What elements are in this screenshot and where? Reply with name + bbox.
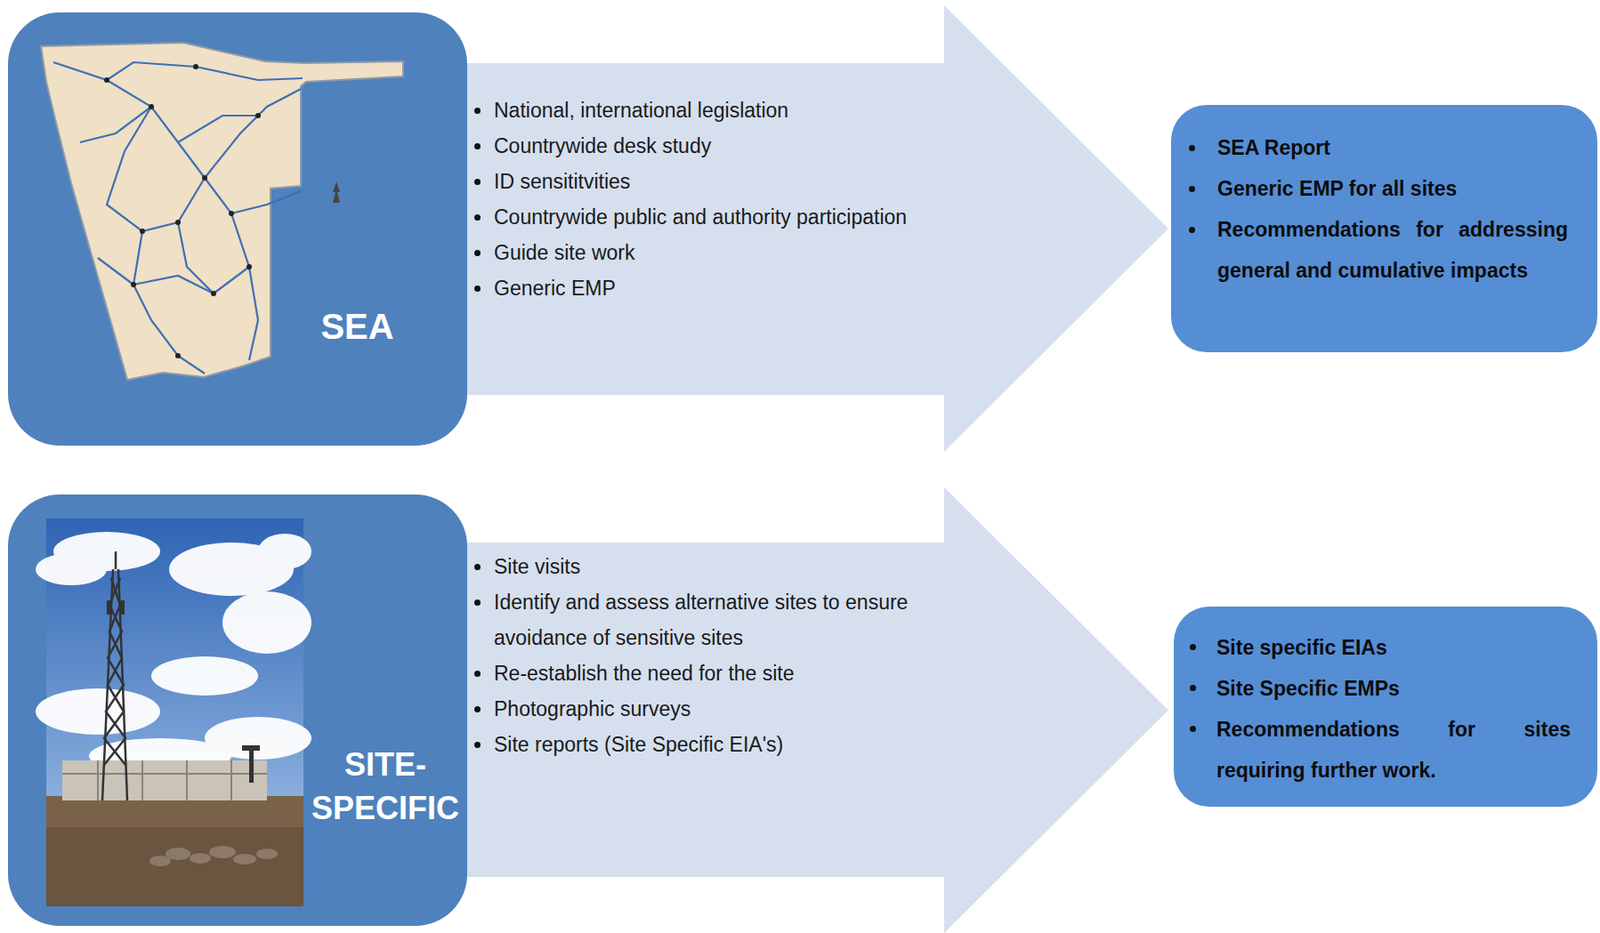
bullet-item: Generic EMP for all sites [1217, 168, 1568, 210]
bullet-list: Site specific EIAsSite Specific EMPsReco… [1216, 627, 1571, 792]
bullet-dot [474, 178, 481, 186]
panel-background [8, 12, 468, 446]
output-box: SEA ReportGeneric EMP for all sitesRecom… [1171, 105, 1598, 353]
bullet-dot [474, 285, 481, 292]
bullet-dot [1189, 726, 1196, 733]
bullet-dot [474, 599, 481, 607]
bullet-text: Generic EMP for all sites [1217, 177, 1457, 201]
bullet-dot [474, 214, 481, 221]
bullet-dot [1188, 185, 1196, 193]
bullet-dot [474, 670, 481, 678]
bullet-item: Site specific EIAs [1216, 627, 1571, 669]
arrow-outline [467, 487, 1169, 933]
bullet-text: Countrywide desk study [493, 134, 712, 158]
bullet-dot [1189, 644, 1196, 651]
bullet-text: SEA Report [1217, 136, 1331, 160]
bullet-item: Guide site work [493, 234, 1064, 271]
task-arrow: National, international legislationCount… [467, 5, 1169, 453]
bullet-list: Site visitsIdentify and assess alternati… [493, 549, 1002, 763]
bullet-item: Site Specific EMPs [1216, 668, 1571, 710]
scope-panel: SEA [8, 12, 468, 446]
bullet-dot [474, 250, 481, 257]
bullet-dot [1189, 685, 1196, 692]
bullet-dot [474, 143, 481, 150]
bullet-text: Generic EMP [493, 276, 616, 300]
bullet-item: Site visits [493, 549, 1002, 585]
panel-title: SEA [283, 302, 431, 351]
bullet-list: National, international legislationCount… [493, 92, 1064, 307]
bullet-item: Countrywide public and authority partici… [493, 199, 1064, 235]
bullet-text: Site specific EIAs [1216, 636, 1388, 660]
bullet-text: Site Specific EMPs [1216, 677, 1400, 701]
panel-title: SITE-SPECIFIC [305, 743, 466, 831]
bullet-text: Recommendations for sites requiring furt… [1216, 718, 1571, 783]
bullet-text: Site visits [493, 555, 581, 579]
bullet-item: Countrywide desk study [493, 128, 1064, 164]
arrow-outline [467, 5, 1169, 453]
bullet-item: ID sensititvities [493, 163, 1064, 200]
bullet-text: Countrywide public and authority partici… [493, 205, 907, 229]
bullet-item: National, international legislation [493, 92, 1064, 129]
bullet-text: Re-establish the need for the site [493, 662, 795, 686]
task-arrow: Site visitsIdentify and assess alternati… [467, 487, 1169, 933]
bullet-item: Generic EMP [493, 270, 1064, 307]
bullet-dot [474, 564, 481, 571]
arrow-shape [467, 5, 1169, 453]
bullet-text: Guide site work [493, 241, 636, 265]
tower-photo [35, 518, 312, 907]
bullet-dot [474, 706, 481, 713]
bullet-text: Photographic surveys [493, 697, 691, 721]
bullet-item: Re-establish the need for the site [493, 655, 1002, 692]
bullet-dot [1188, 226, 1196, 234]
bullet-item: Recommendations for sites requiring furt… [1216, 709, 1571, 792]
panel-background [8, 494, 468, 927]
bullet-item: SEA Report [1217, 127, 1568, 169]
bullet-text: ID sensititvities [493, 169, 631, 194]
scope-panel: SITE-SPECIFIC [8, 494, 468, 927]
bullet-text: National, international legislation [493, 98, 789, 122]
bullet-text: Recommendations for addressing general a… [1217, 218, 1568, 283]
bullet-dot [474, 107, 481, 114]
bullet-item: Recommendations for addressing general a… [1217, 209, 1568, 291]
bullet-item: Identify and assess alternative sites to… [493, 584, 1002, 656]
bullet-text: Site reports (Site Specific EIA's) [493, 733, 784, 757]
bullet-dot [1188, 145, 1196, 152]
output-box: Site specific EIAsSite Specific EMPsReco… [1173, 606, 1598, 808]
bullet-dot [474, 742, 481, 749]
bullet-text: Identify and assess alternative sites to… [493, 590, 908, 650]
bullet-list: SEA ReportGeneric EMP for all sitesRecom… [1217, 127, 1568, 291]
bullet-item: Site reports (Site Specific EIA's) [493, 727, 1002, 763]
bullet-item: Photographic surveys [493, 691, 1002, 728]
